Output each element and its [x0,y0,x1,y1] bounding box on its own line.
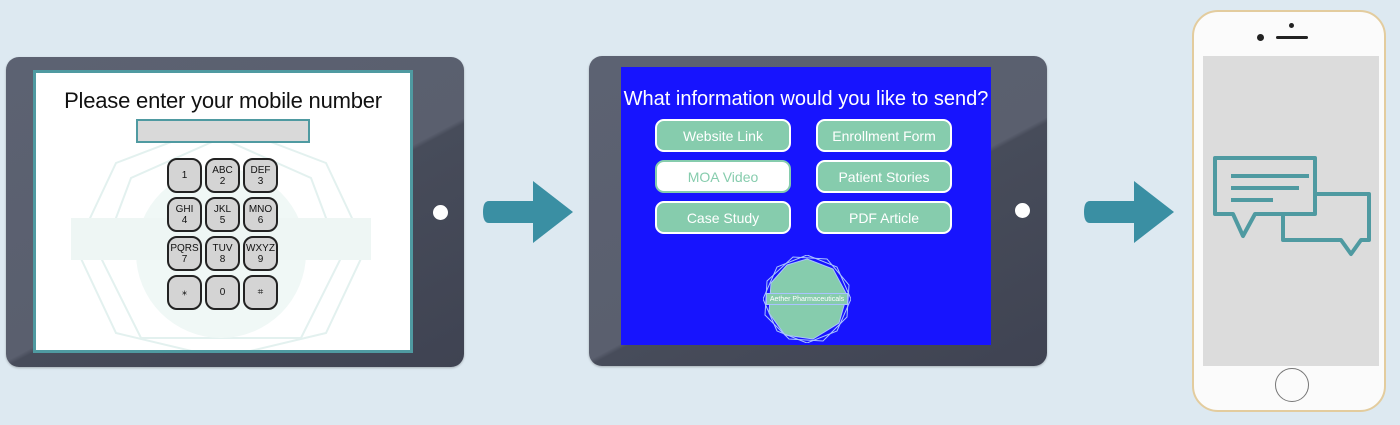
key-digit: 6 [257,214,264,226]
key-letters: GHI [175,203,194,215]
content-option-button[interactable]: MOA Video [655,160,791,193]
key-digit: ⌗ [257,287,264,298]
key-letters: WXYZ [246,242,275,254]
tablet-home-button[interactable] [433,205,448,220]
tablet-home-button[interactable] [1015,203,1030,218]
content-option-button[interactable]: PDF Article [816,201,952,234]
key-digit: 0 [219,287,226,298]
key-letters: TUV [212,242,233,254]
keypad-key[interactable]: 0 [205,275,240,310]
key-digit: 4 [181,214,188,226]
key-digit: 8 [219,253,226,265]
content-option-button[interactable]: Enrollment Form [816,119,952,152]
key-digit: 9 [257,253,264,265]
key-digit: ⁎ [182,287,187,298]
keypad-key[interactable]: 1 [167,158,202,193]
content-option-button[interactable]: Website Link [655,119,791,152]
chat-bubbles-icon [1213,156,1371,256]
key-digit: 1 [181,170,188,181]
phone-speaker [1276,36,1308,39]
key-letters: DEF [250,164,271,176]
phone-home-button[interactable] [1275,368,1309,402]
phone-camera [1257,34,1264,41]
key-digit: 7 [181,253,188,265]
key-digit: 5 [219,214,226,226]
key-letters: MNO [248,203,273,215]
enter-number-prompt: Please enter your mobile number [64,88,382,113]
content-selection-screen: What information would you like to send?… [621,67,991,345]
send-info-question: What information would you like to send? [623,88,989,110]
content-option-button[interactable]: Patient Stories [816,160,952,193]
watermark-logo-icon [71,121,371,350]
keypad-key[interactable]: ⌗ [243,275,278,310]
key-digit: 2 [219,175,226,187]
key-letters: JKL [213,203,232,215]
key-letters: ABC [212,164,233,176]
arrow-right-icon [483,181,573,243]
phone-number-input[interactable] [136,119,310,143]
phone-sensor [1289,23,1294,28]
company-logo-text: Aether Pharmaceuticals [766,293,848,305]
key-digit: 3 [257,175,264,187]
key-letters: PQRS [170,242,199,254]
content-option-button[interactable]: Case Study [655,201,791,234]
arrow-right-icon [1084,181,1174,243]
keypad-key[interactable]: ⁎ [167,275,202,310]
